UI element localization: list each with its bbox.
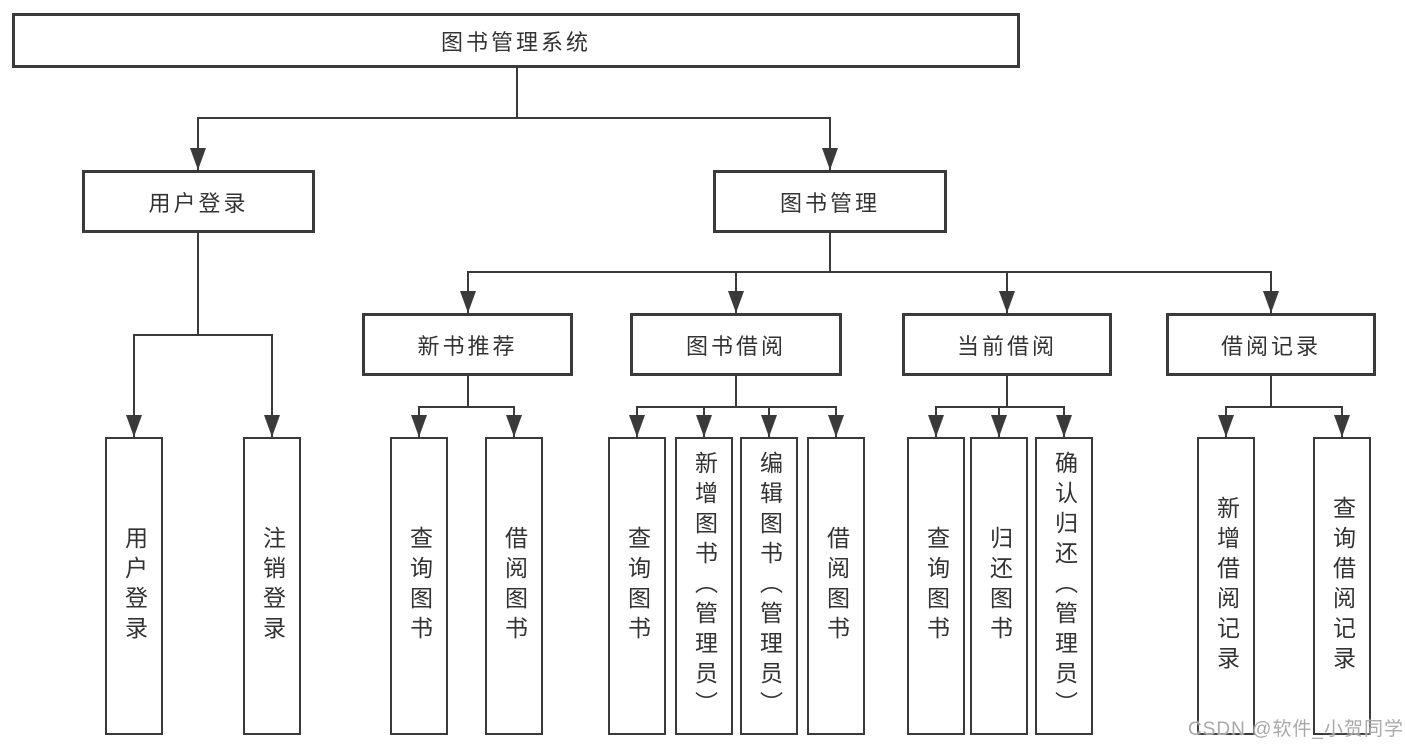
arrowhead-leaf-query-books-3 — [928, 415, 944, 437]
node-book-management-label: 图书管理 — [779, 190, 880, 216]
connector-current-borrowing-split — [935, 406, 1065, 408]
connector-book-management-stem — [829, 233, 831, 273]
leaf-add-borrow-record-label: 新增借阅记录 — [1213, 496, 1240, 676]
connector-book-borrowing-stem — [735, 376, 737, 408]
leaf-borrow-books-borrowing-label: 借阅图书 — [823, 526, 850, 646]
leaf-add-books-admin: 新增图书（管理员） — [675, 437, 733, 735]
leaf-logout-label: 注销登录 — [259, 526, 286, 646]
arrowhead-leaf-user-login — [126, 415, 142, 437]
arrowhead-leaf-logout — [264, 415, 280, 437]
leaf-query-books-recommend-label: 查询图书 — [406, 526, 433, 646]
connector-user-login-stem — [197, 233, 199, 336]
node-book-management: 图书管理 — [713, 170, 947, 233]
leaf-query-books-recommend: 查询图书 — [390, 437, 448, 735]
leaf-edit-books-admin: 编辑图书（管理员） — [740, 437, 798, 735]
leaf-logout: 注销登录 — [243, 437, 301, 735]
leaf-add-borrow-record: 新增借阅记录 — [1197, 437, 1255, 735]
connector-borrowing-records-stem — [1270, 376, 1272, 408]
arrowhead-leaf-query-books-2 — [629, 415, 645, 437]
node-current-borrowing: 当前借阅 — [902, 313, 1112, 376]
connector-new-book-recommend-split — [418, 406, 515, 408]
leaf-query-books-current: 查询图书 — [907, 437, 965, 735]
leaf-confirm-return-admin-label: 确认归还（管理员） — [1051, 451, 1078, 721]
leaf-confirm-return-admin: 确认归还（管理员） — [1035, 437, 1093, 735]
connector-to-user-login — [197, 117, 199, 170]
connector-to-book-management — [829, 117, 831, 170]
leaf-query-borrow-record-label: 查询借阅记录 — [1329, 496, 1356, 676]
node-book-borrowing: 图书借阅 — [630, 313, 842, 376]
node-root-label: 图书管理系统 — [440, 29, 591, 55]
connector-current-borrowing-stem — [1006, 376, 1008, 408]
connector-root-stem — [516, 68, 518, 119]
arrowhead-leaf-borrow-books-2 — [828, 415, 844, 437]
leaf-user-login-label: 用户登录 — [121, 526, 148, 646]
node-root-system: 图书管理系统 — [12, 13, 1020, 68]
connector-to-leaf-logout — [271, 334, 273, 437]
arrowhead-leaf-query-books-1 — [411, 415, 427, 437]
arrowhead-borrowing-records — [1263, 291, 1279, 313]
csdn-watermark: CSDN @软件_小贺同学 — [1188, 719, 1404, 740]
leaf-edit-books-admin-label: 编辑图书（管理员） — [756, 451, 783, 721]
arrowhead-new-book-recommend — [460, 291, 476, 313]
arrowhead-leaf-query-borrow-record — [1334, 415, 1350, 437]
node-borrowing-records-label: 借阅记录 — [1220, 333, 1321, 359]
leaf-user-login: 用户登录 — [105, 437, 163, 735]
arrowhead-leaf-borrow-books-1 — [506, 415, 522, 437]
node-borrowing-records: 借阅记录 — [1166, 313, 1376, 376]
connector-to-leaf-user-login — [133, 334, 135, 437]
node-new-book-recommend-label: 新书推荐 — [417, 333, 518, 359]
node-user-login: 用户登录 — [82, 170, 315, 233]
leaf-borrow-books-recommend-label: 借阅图书 — [501, 526, 528, 646]
leaf-query-books-current-label: 查询图书 — [923, 526, 950, 646]
node-new-book-recommend: 新书推荐 — [362, 313, 573, 376]
connector-book-borrowing-split — [636, 406, 837, 408]
node-current-borrowing-label: 当前借阅 — [956, 333, 1057, 359]
connector-book-management-split — [467, 271, 1272, 273]
leaf-return-books-label: 归还图书 — [986, 526, 1013, 646]
arrowhead-book-borrowing — [728, 291, 744, 313]
arrowhead-current-borrowing — [999, 291, 1015, 313]
arrowhead-leaf-return-books — [991, 415, 1007, 437]
connector-new-book-recommend-stem — [467, 376, 469, 408]
arrowhead-book-management — [822, 148, 838, 170]
leaf-borrow-books-borrowing: 借阅图书 — [807, 437, 865, 735]
leaf-return-books: 归还图书 — [970, 437, 1028, 735]
arrowhead-leaf-add-borrow-record — [1218, 415, 1234, 437]
arrowhead-user-login — [190, 148, 206, 170]
leaf-query-books-borrowing-label: 查询图书 — [624, 526, 651, 646]
leaf-borrow-books-recommend: 借阅图书 — [485, 437, 543, 735]
connector-root-split — [197, 117, 831, 119]
leaf-query-borrow-record: 查询借阅记录 — [1313, 437, 1371, 735]
connector-user-login-split — [133, 334, 273, 336]
leaf-query-books-borrowing: 查询图书 — [608, 437, 666, 735]
arrowhead-leaf-edit-books — [761, 415, 777, 437]
leaf-add-books-admin-label: 新增图书（管理员） — [691, 451, 718, 721]
arrowhead-leaf-add-books — [696, 415, 712, 437]
node-book-borrowing-label: 图书借阅 — [685, 333, 786, 359]
connector-borrowing-records-split — [1225, 406, 1343, 408]
arrowhead-leaf-confirm-return — [1056, 415, 1072, 437]
node-user-login-label: 用户登录 — [148, 190, 249, 216]
